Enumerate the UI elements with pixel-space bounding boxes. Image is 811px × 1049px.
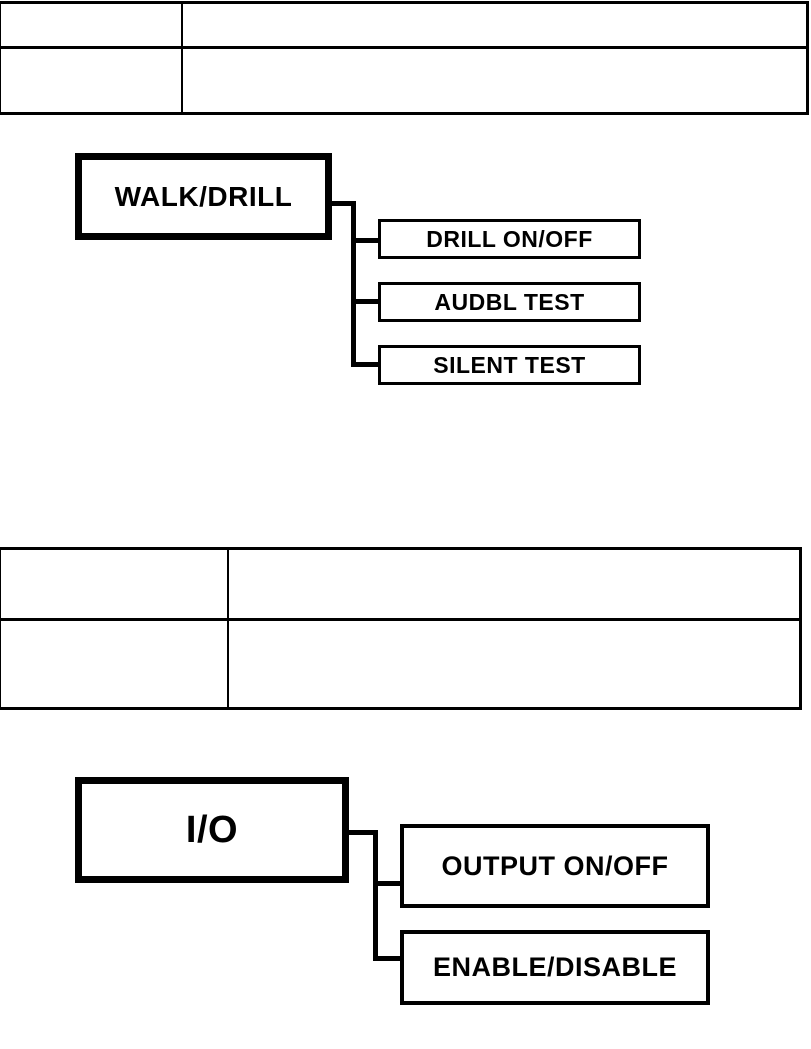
walk-drill-root-label: WALK/DRILL (114, 180, 293, 212)
menu-item-silent-test-label: SILENT TEST (433, 351, 586, 378)
io-root-label: I/O (185, 808, 239, 851)
middle-table-row-divider (1, 618, 799, 621)
io-connector-stub-2 (373, 956, 402, 961)
menu-item-drill-on-off-label: DRILL ON/OFF (426, 225, 593, 252)
top-table (0, 1, 809, 115)
middle-table (0, 547, 802, 710)
io-connector-horizontal (346, 830, 378, 835)
menu-item-silent-test-box: SILENT TEST (378, 345, 641, 385)
top-table-column-divider (181, 4, 183, 112)
walk-drill-connector-stub-2 (351, 299, 379, 304)
middle-table-column-divider (227, 550, 229, 707)
menu-item-output-on-off-label: OUTPUT ON/OFF (441, 850, 669, 881)
menu-item-drill-on-off-box: DRILL ON/OFF (378, 219, 641, 259)
menu-item-audbl-test-box: AUDBL TEST (378, 282, 641, 322)
walk-drill-root-box: WALK/DRILL (75, 153, 332, 240)
walk-drill-connector-vertical (351, 201, 356, 367)
io-connector-vertical (373, 830, 378, 961)
menu-item-output-on-off-box: OUTPUT ON/OFF (400, 824, 710, 908)
walk-drill-connector-horizontal (330, 201, 356, 206)
menu-item-enable-disable-box: ENABLE/DISABLE (400, 930, 710, 1005)
walk-drill-connector-stub-1 (351, 238, 379, 243)
io-root-box: I/O (75, 777, 349, 883)
walk-drill-connector-stub-3 (351, 362, 379, 367)
io-connector-stub-1 (373, 881, 402, 886)
menu-item-audbl-test-label: AUDBL TEST (434, 288, 585, 315)
menu-item-enable-disable-label: ENABLE/DISABLE (432, 952, 677, 982)
top-table-row-divider (1, 46, 806, 49)
